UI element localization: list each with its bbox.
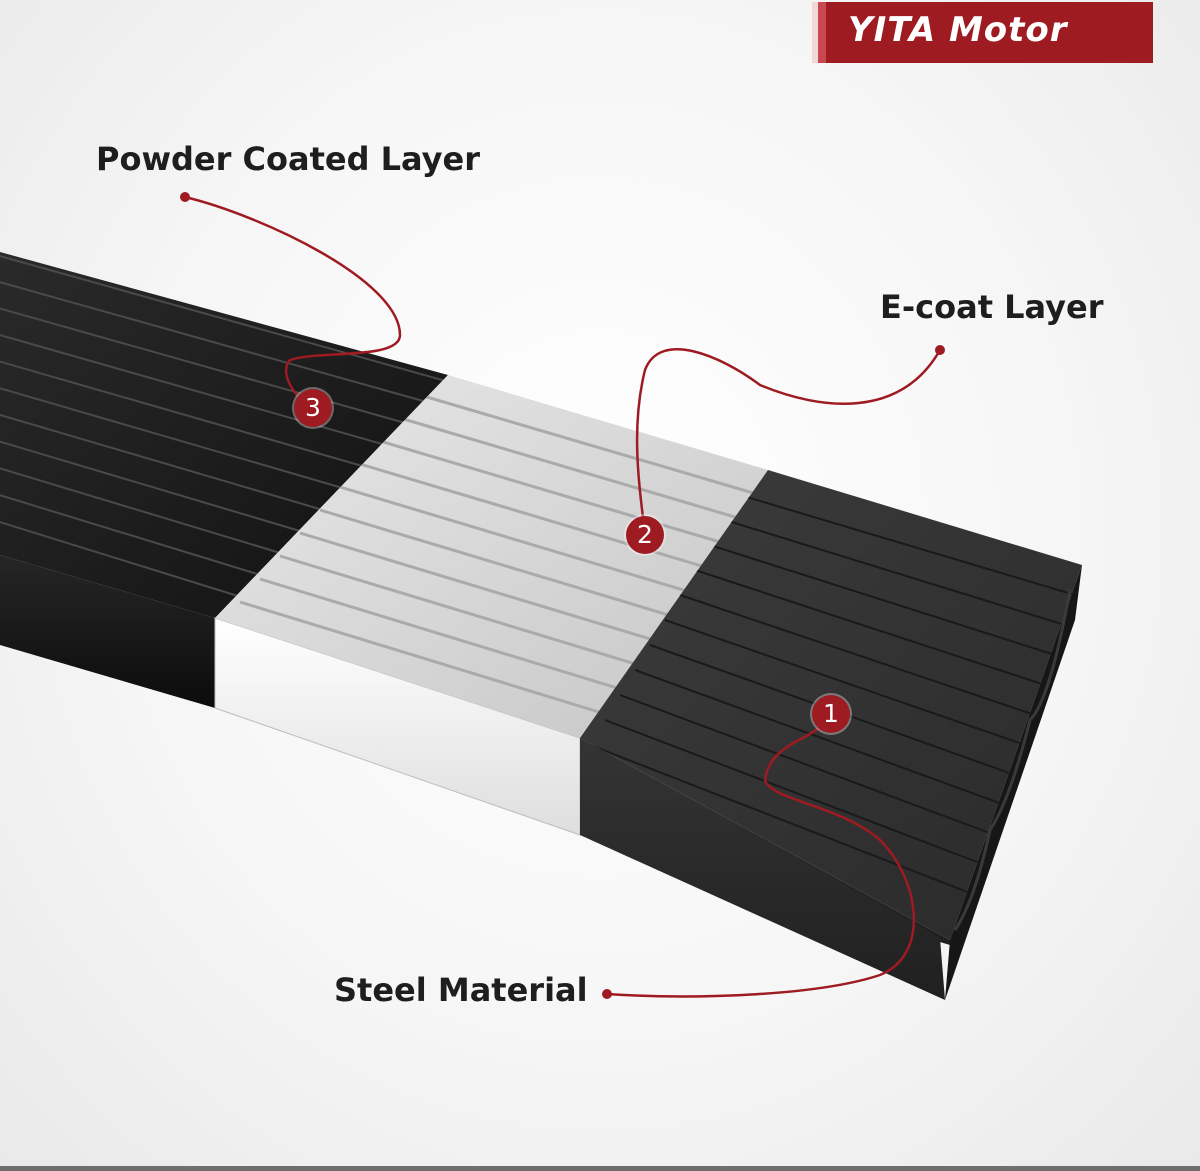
ecoat-leader-line [635, 348, 942, 536]
steel-leader-dot [602, 989, 612, 999]
badge-1: 1 [812, 695, 850, 733]
brand-name: YITA Motor [848, 10, 1068, 50]
powder-leader-dot [180, 192, 190, 202]
badge-2: 2 [626, 516, 664, 554]
powder-coated-label: Powder Coated Layer [96, 140, 480, 178]
brand-logo: YITA Motor [812, 2, 1153, 63]
powder-leader-line [184, 195, 402, 410]
badge-3: 3 [294, 389, 332, 427]
ecoat-section [214, 375, 768, 836]
steel-material-label: Steel Material [334, 971, 588, 1009]
ecoat-leader-dot [935, 345, 945, 355]
bottom-divider [0, 1166, 1200, 1171]
ecoat-label: E-coat Layer [880, 288, 1104, 326]
steel-leader-line [606, 713, 915, 998]
callout-leaders [184, 195, 942, 998]
